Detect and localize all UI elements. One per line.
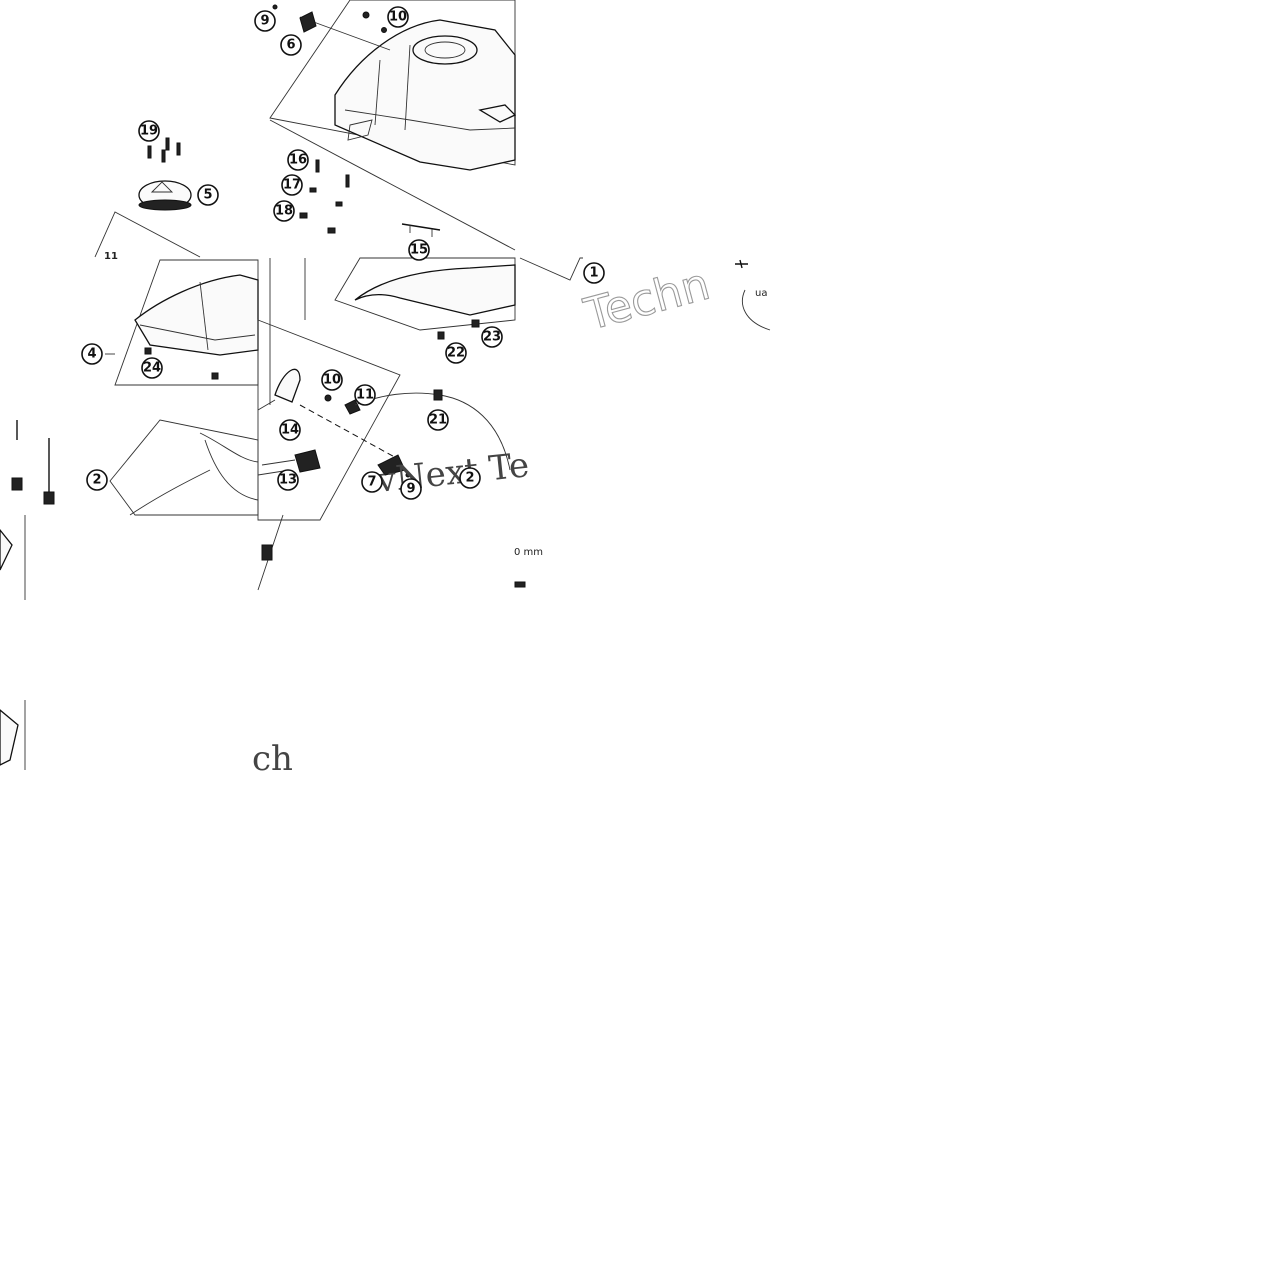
callout-2a: 2 bbox=[86, 469, 108, 491]
svg-text:23: 23 bbox=[483, 330, 501, 345]
callout-22: 22 bbox=[445, 342, 467, 364]
dimension-label: 0 mm bbox=[514, 547, 543, 558]
callout-19: 19 bbox=[138, 120, 160, 142]
svg-text:19: 19 bbox=[140, 124, 158, 139]
callout-23: 23 bbox=[481, 326, 503, 348]
tile-fuel-cap-and-cowl bbox=[11, 137, 259, 516]
tile-title-fragment: 11 bbox=[104, 251, 118, 262]
tile-right-fragments: ua bbox=[519, 257, 771, 331]
svg-text:24: 24 bbox=[143, 361, 161, 376]
svg-text:14: 14 bbox=[281, 423, 299, 438]
svg-text:18: 18 bbox=[275, 204, 293, 219]
svg-text:10: 10 bbox=[323, 373, 341, 388]
svg-text:4: 4 bbox=[87, 347, 96, 362]
callout-9a: 9 bbox=[254, 10, 276, 32]
svg-text:5: 5 bbox=[203, 188, 212, 203]
tile-fuel-tank bbox=[269, 0, 517, 251]
callout-6: 6 bbox=[280, 34, 302, 56]
callout-11: 11 bbox=[354, 384, 376, 406]
svg-text:11: 11 bbox=[356, 388, 374, 403]
callout-13: 13 bbox=[277, 469, 299, 491]
svg-text:2: 2 bbox=[465, 471, 474, 486]
callout-7: 7 bbox=[361, 471, 383, 493]
callout-17: 17 bbox=[281, 174, 303, 196]
svg-text:9: 9 bbox=[260, 14, 269, 29]
svg-text:9: 9 bbox=[406, 482, 415, 497]
svg-text:13: 13 bbox=[279, 473, 297, 488]
svg-text:16: 16 bbox=[289, 153, 307, 168]
callout-21: 21 bbox=[427, 409, 449, 431]
callout-18: 18 bbox=[273, 200, 295, 222]
svg-text:15: 15 bbox=[410, 243, 428, 258]
watermark-ch: ch bbox=[252, 739, 293, 779]
callout-5: 5 bbox=[197, 184, 219, 206]
svg-text:7: 7 bbox=[367, 475, 376, 490]
callout-14: 14 bbox=[279, 419, 301, 441]
svg-text:6: 6 bbox=[286, 38, 295, 53]
svg-text:1: 1 bbox=[589, 266, 598, 281]
svg-text:10: 10 bbox=[389, 10, 407, 25]
tag-label: ua bbox=[755, 288, 767, 299]
callout-9b: 9 bbox=[400, 478, 422, 500]
callout-2b: 2 bbox=[459, 467, 481, 489]
tile-lower-fragments: 0 mm 11 bbox=[0, 251, 543, 770]
tile-side-panel-and-harness bbox=[257, 159, 516, 521]
svg-text:22: 22 bbox=[447, 346, 465, 361]
svg-text:2: 2 bbox=[92, 473, 101, 488]
watermark-vnext-te: vNext Te bbox=[374, 445, 531, 501]
callout-10a: 10 bbox=[387, 6, 409, 28]
svg-text:21: 21 bbox=[429, 413, 447, 428]
callout-1: 1 bbox=[583, 262, 605, 284]
callout-4: 4 bbox=[81, 343, 103, 365]
callout-24: 24 bbox=[141, 357, 163, 379]
svg-text:17: 17 bbox=[283, 178, 301, 193]
callout-10b: 10 bbox=[321, 369, 343, 391]
callout-15: 15 bbox=[408, 239, 430, 261]
callout-16: 16 bbox=[287, 149, 309, 171]
